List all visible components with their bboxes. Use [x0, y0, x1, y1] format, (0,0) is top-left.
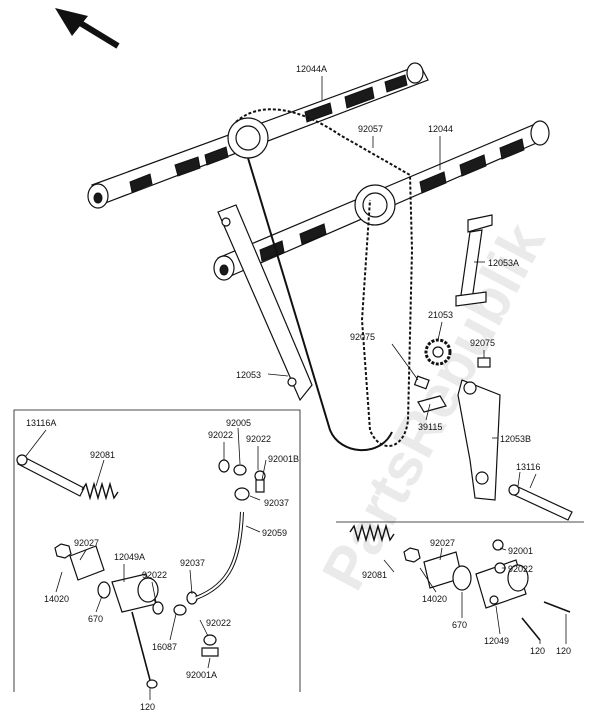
label-12049A: 12049A: [114, 552, 145, 562]
label-120-c: 120: [556, 646, 571, 656]
washer-92005: [233, 464, 247, 476]
bolt-92001B: [255, 479, 265, 493]
label-92075-a: 92075: [350, 332, 375, 342]
label-12053: 12053: [236, 370, 261, 380]
label-14020-a: 14020: [44, 594, 69, 604]
label-92022-c: 92022: [142, 570, 167, 580]
cam-chain-92057: [235, 108, 414, 452]
label-92001B: 92001B: [268, 454, 299, 464]
tensioner-assembly-left: [54, 543, 219, 689]
label-92075-b: 92075: [470, 338, 495, 348]
label-92037-b: 92037: [180, 558, 205, 568]
label-12044: 12044: [428, 124, 453, 134]
banjo-92037-a: [234, 487, 250, 501]
chain-guide-12053: [217, 204, 313, 402]
label-92001A: 92001A: [186, 670, 217, 680]
label-12053B: 12053B: [500, 434, 531, 444]
washer-92075-b: [477, 357, 491, 368]
camshaft-12044: [213, 120, 550, 281]
label-12053A: 12053A: [488, 258, 519, 268]
label-14020-b: 14020: [422, 594, 447, 604]
label-92059: 92059: [262, 528, 287, 538]
left-inset-box: [13, 409, 301, 692]
bolt-92022-a: [218, 459, 230, 473]
label-92001: 92001: [508, 546, 533, 556]
washer-92075-a: [413, 375, 430, 390]
pin-13116A: [16, 454, 85, 497]
sprocket-21053: [424, 338, 452, 366]
label-21053: 21053: [428, 310, 453, 320]
label-92037-a: 92037: [264, 498, 289, 508]
label-92057: 92057: [358, 124, 383, 134]
label-670-b: 670: [452, 620, 467, 630]
label-39115: 39115: [418, 422, 442, 432]
tensioner-assembly-right: [336, 521, 584, 641]
camshaft-12044A: [87, 62, 429, 209]
label-120-b: 120: [530, 646, 545, 656]
label-12049: 12049: [484, 636, 509, 646]
label-120-a: 120: [140, 702, 155, 712]
bracket-39115: [417, 395, 447, 413]
leader-lines: [25, 76, 567, 700]
front-direction-arrow-icon: [55, 8, 120, 49]
label-92022-d: 92022: [206, 618, 231, 628]
label-92081-right: 92081: [362, 570, 387, 580]
label-13116A: 13116A: [26, 418, 56, 428]
pin-13116: [508, 484, 573, 521]
label-13116: 13116: [516, 462, 540, 472]
part-labels: 12044A 92057 12044 12053A 21053 92075 92…: [26, 64, 571, 712]
label-92022-a: 92022: [208, 430, 233, 440]
tensioner-arm-12053B: [457, 379, 501, 501]
label-92081-left: 92081: [90, 450, 115, 460]
label-92005: 92005: [226, 418, 251, 428]
label-16087: 16087: [152, 642, 177, 652]
label-12044A: 12044A: [296, 64, 327, 74]
spring-92081-left: [81, 481, 119, 501]
chain-guide-12053A: [455, 214, 493, 307]
label-92022-b: 92022: [246, 434, 271, 444]
label-92027-b: 92027: [430, 538, 455, 548]
label-92022-e: 92022: [508, 564, 533, 574]
label-92027-a: 92027: [74, 538, 99, 548]
label-670-a: 670: [88, 614, 103, 624]
